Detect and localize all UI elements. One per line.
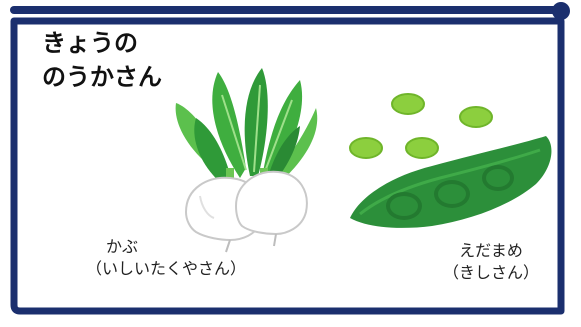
edamame-name: えだまめ xyxy=(459,241,523,260)
turnip-name: かぶ xyxy=(106,237,139,256)
edamame-label: えだまめ （きしさん） xyxy=(443,240,539,284)
title-line-2: のうかさん xyxy=(42,63,162,91)
title-line-1: きょうの xyxy=(42,29,138,57)
page-title: きょうの のうかさん xyxy=(42,26,162,94)
edamame-farmer: （きしさん） xyxy=(443,263,540,282)
turnip-label: かぶ （いしいたくやさん） xyxy=(86,236,246,280)
turnip-farmer: （いしいたくやさん） xyxy=(86,259,247,278)
